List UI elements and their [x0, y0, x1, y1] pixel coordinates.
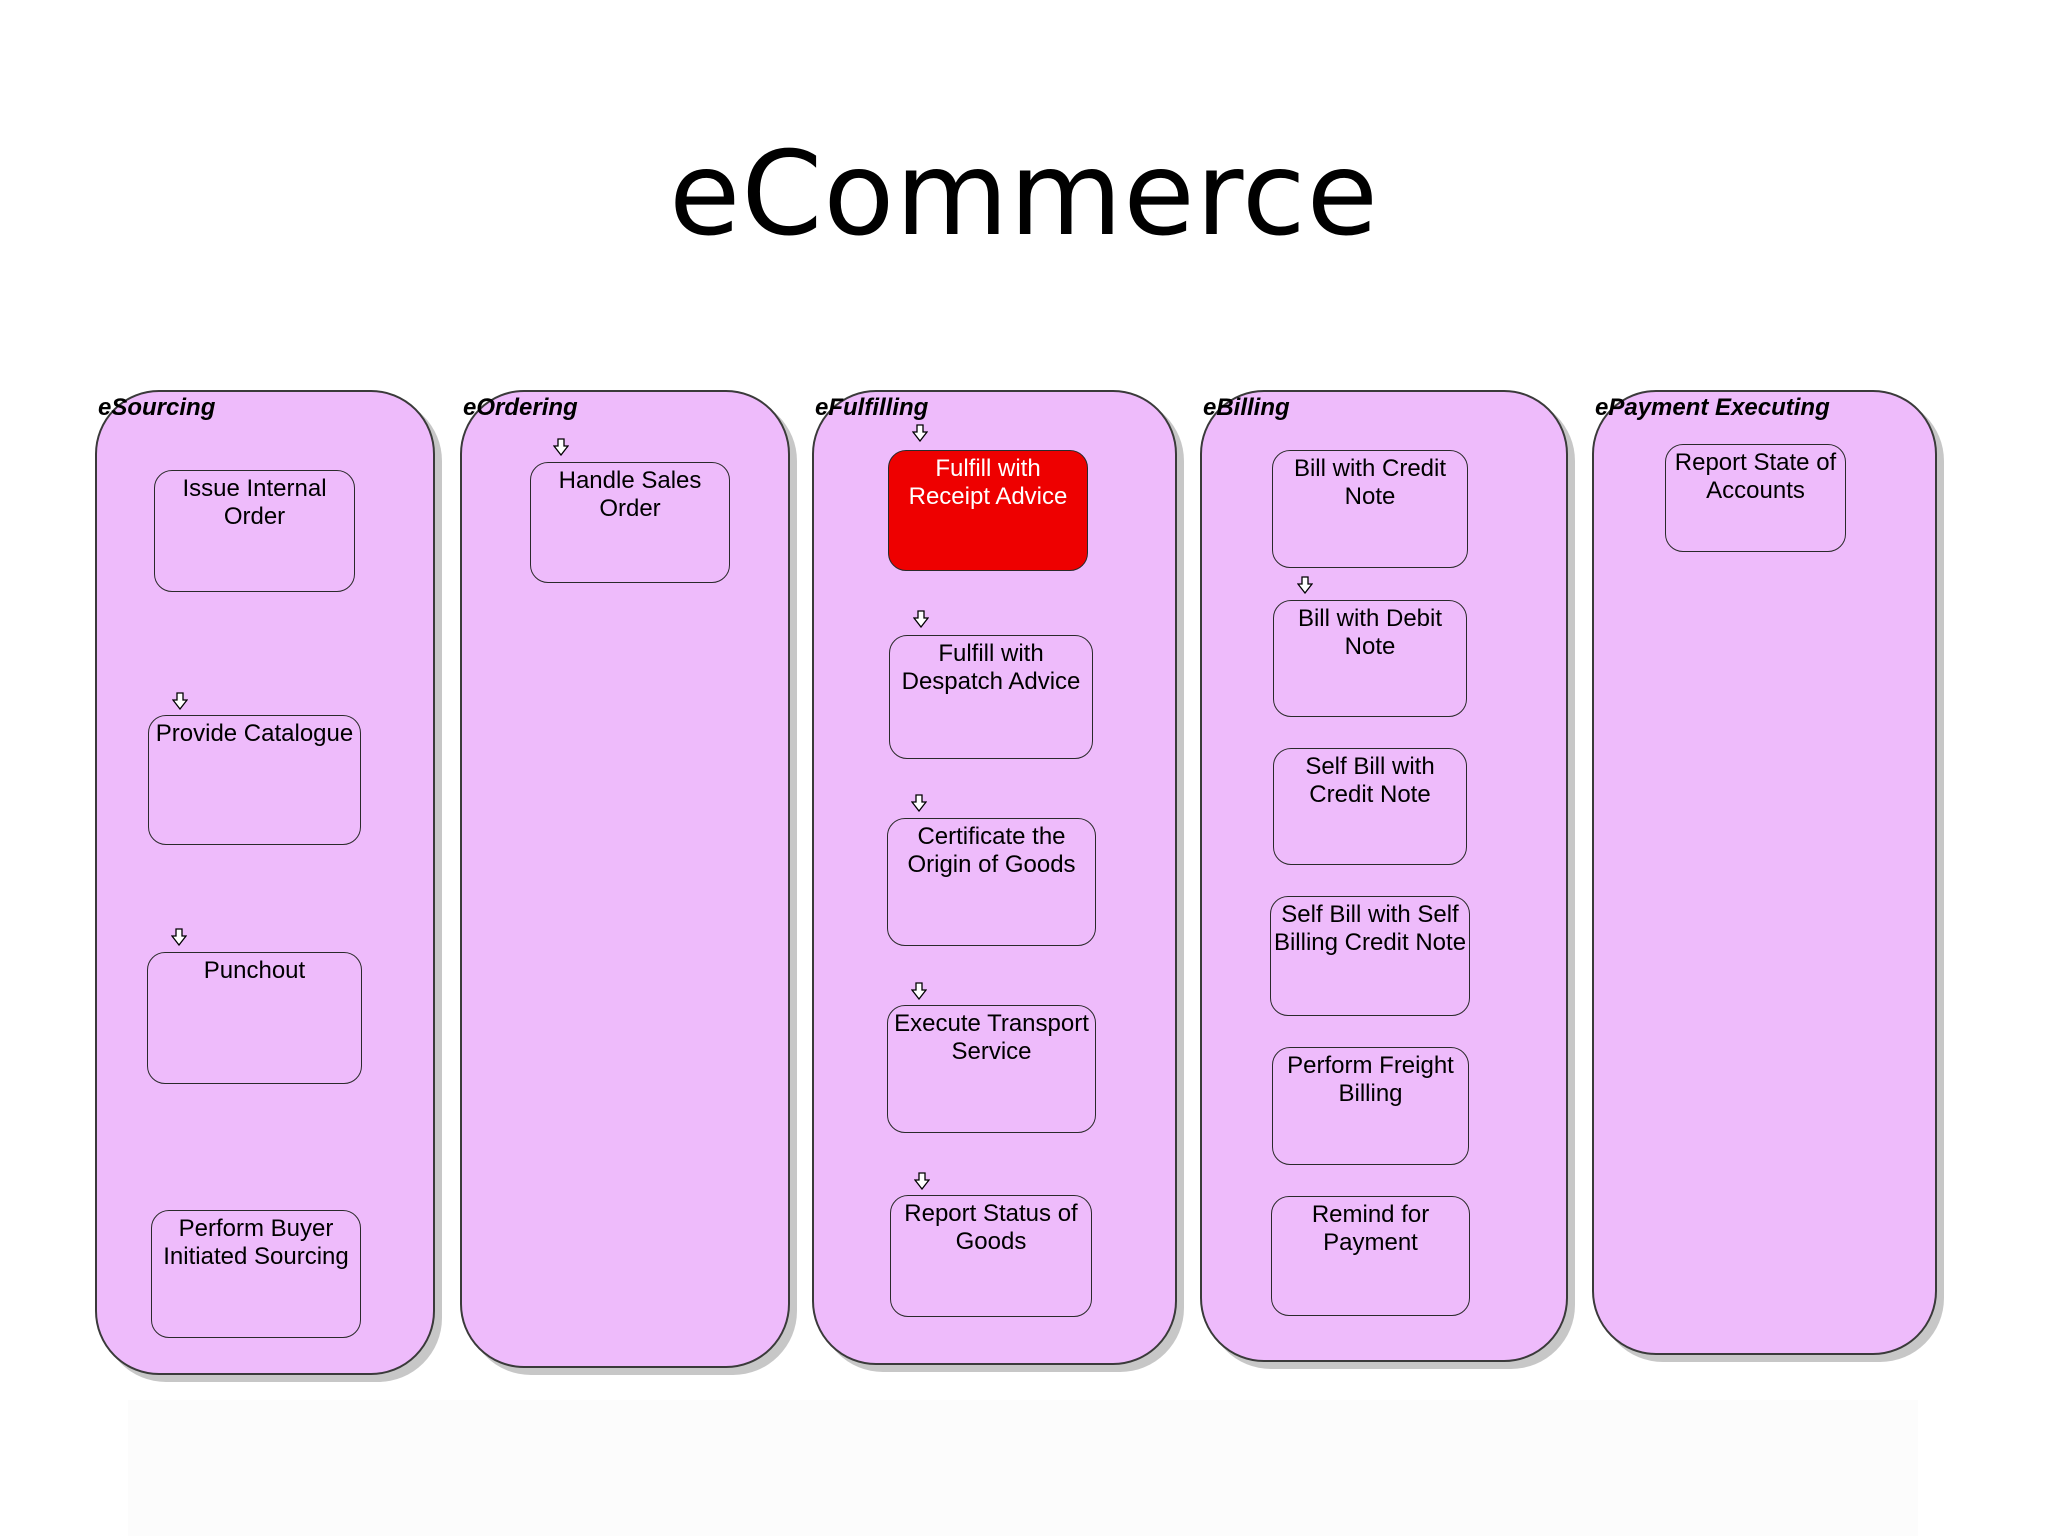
down-arrow-icon — [911, 982, 927, 1000]
task-execute-transport-service[interactable]: Execute Transport Service — [887, 1005, 1096, 1133]
task-handle-sales-order[interactable]: Handle Sales Order — [530, 462, 730, 583]
task-label: Fulfill with Receipt Advice — [908, 455, 1068, 510]
task-bill-with-credit-note[interactable]: Bill with Credit Note — [1272, 450, 1468, 568]
task-certificate-the-origin-of-goods[interactable]: Certificate the Origin of Goods — [887, 818, 1096, 946]
task-label: Fulfill with Despatch Advice — [901, 640, 1081, 695]
task-remind-for-payment[interactable]: Remind for Payment — [1271, 1196, 1470, 1316]
task-label: Punchout — [203, 957, 306, 984]
task-punchout[interactable]: Punchout — [147, 952, 362, 1084]
task-label: Execute Transport Service — [894, 1010, 1089, 1065]
lane-title-efulfilling: eFulfilling — [815, 394, 929, 421]
task-report-status-of-goods[interactable]: Report Status of Goods — [890, 1195, 1092, 1317]
task-label: Issue Internal Order — [182, 475, 327, 530]
task-label: Report Status of Goods — [904, 1200, 1078, 1255]
task-label: Provide Catalogue — [155, 720, 354, 747]
task-label: Report State of Accounts — [1674, 449, 1837, 504]
slide-background-band — [128, 1400, 1918, 1536]
down-arrow-icon — [553, 438, 569, 456]
down-arrow-icon — [912, 424, 928, 442]
task-label: Bill with Debit Note — [1297, 605, 1443, 660]
lane-title-esourcing: eSourcing — [98, 394, 216, 421]
down-arrow-icon — [911, 794, 927, 812]
task-perform-buyer-initiated-sourcing[interactable]: Perform Buyer Initiated Sourcing — [151, 1210, 361, 1338]
task-perform-freight-billing[interactable]: Perform Freight Billing — [1272, 1047, 1469, 1165]
lane-title-epayment-executing: ePayment Executing — [1595, 394, 1830, 421]
lane-title-eordering: eOrdering — [463, 394, 578, 421]
task-label: Self Bill with Self Billing Credit Note — [1273, 901, 1467, 956]
task-label: Perform Freight Billing — [1287, 1052, 1454, 1107]
task-self-bill-with-self-billing-credit-note[interactable]: Self Bill with Self Billing Credit Note — [1270, 896, 1470, 1016]
down-arrow-icon — [171, 928, 187, 946]
task-bill-with-debit-note[interactable]: Bill with Debit Note — [1273, 600, 1467, 717]
slide-title: eCommerce — [669, 127, 1379, 262]
task-issue-internal-order[interactable]: Issue Internal Order — [154, 470, 355, 592]
task-fulfill-with-despatch-advice[interactable]: Fulfill with Despatch Advice — [889, 635, 1093, 759]
down-arrow-icon — [914, 1172, 930, 1190]
down-arrow-icon — [1297, 576, 1313, 594]
down-arrow-icon — [913, 610, 929, 628]
task-label: Certificate the Origin of Goods — [907, 823, 1076, 878]
task-label: Self Bill with Credit Note — [1305, 753, 1435, 808]
task-label: Bill with Credit Note — [1293, 455, 1447, 510]
task-fulfill-with-receipt-advice[interactable]: Fulfill with Receipt Advice — [888, 450, 1088, 571]
task-report-state-of-accounts[interactable]: Report State of Accounts — [1665, 444, 1846, 552]
task-provide-catalogue[interactable]: Provide Catalogue — [148, 715, 361, 845]
down-arrow-icon — [172, 692, 188, 710]
task-label: Remind for Payment — [1311, 1201, 1430, 1256]
task-label: Handle Sales Order — [558, 467, 702, 522]
task-self-bill-with-credit-note[interactable]: Self Bill with Credit Note — [1273, 748, 1467, 865]
lane-title-ebilling: eBilling — [1203, 394, 1290, 421]
task-label: Perform Buyer Initiated Sourcing — [163, 1215, 349, 1270]
